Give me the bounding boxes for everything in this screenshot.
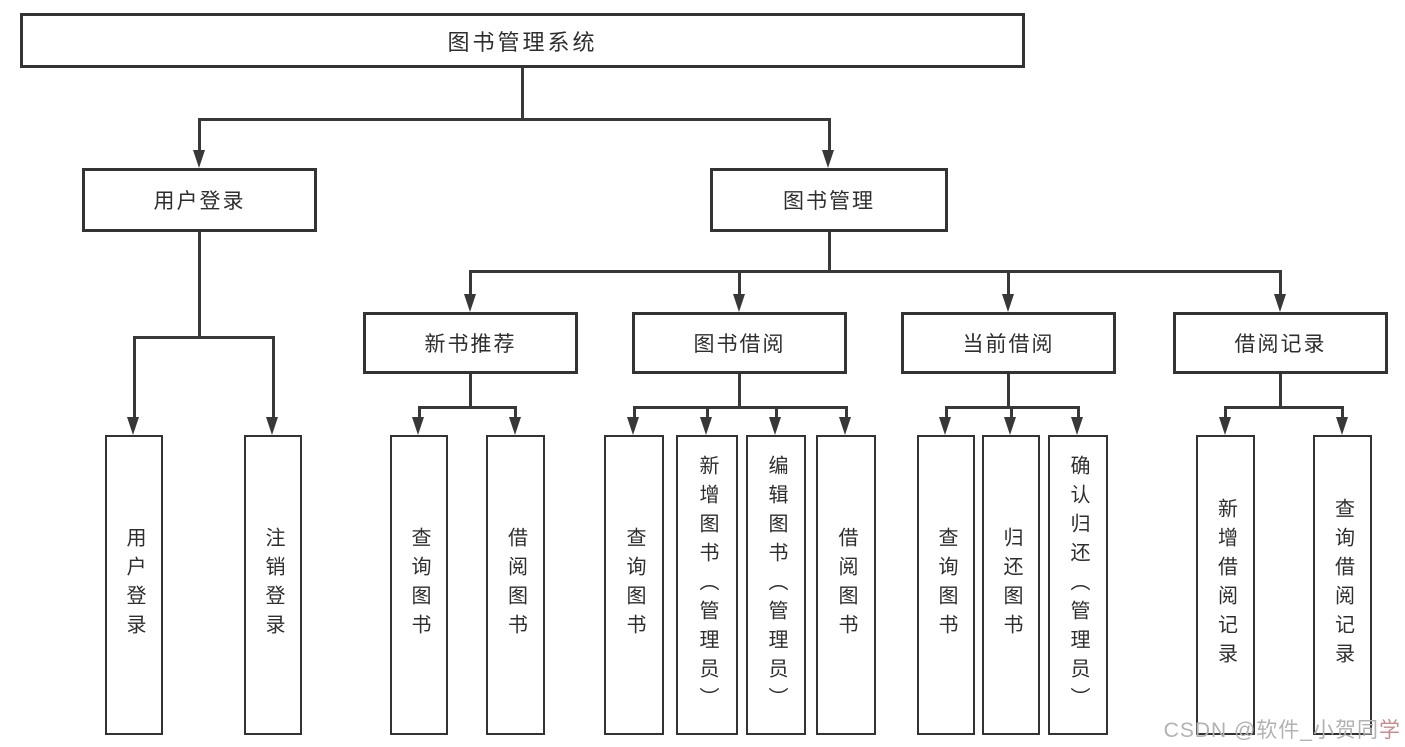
node-label: 图书管理系统 (447, 29, 598, 55)
connector-line (945, 406, 948, 417)
connector-line (775, 406, 778, 417)
arrow-down-icon (412, 417, 424, 435)
leaf-query-books-current: 查询图书 (917, 435, 975, 735)
connector-line (828, 118, 831, 150)
connector-line (1007, 270, 1010, 294)
leaf-add-borrow-record: 新增借阅记录 (1196, 435, 1255, 735)
leaf-borrow-books-borrowing: 借阅图书 (816, 435, 876, 735)
leaf-query-borrow-record: 查询借阅记录 (1313, 435, 1372, 735)
connector-line (706, 406, 709, 417)
leaf-label: 确认归还（管理员） (1067, 454, 1089, 716)
connector-line (198, 118, 201, 150)
connector-line (828, 232, 831, 270)
connector-line (198, 232, 201, 336)
node-book-management: 图书管理 (710, 168, 948, 232)
leaf-add-book-admin: 新增图书（管理员） (676, 435, 738, 735)
node-library-management-system: 图书管理系统 (20, 13, 1025, 68)
leaf-label: 用户登录 (123, 527, 145, 643)
leaf-label: 编辑图书（管理员） (765, 454, 787, 716)
node-new-book-recommend: 新书推荐 (363, 312, 578, 374)
connector-line (133, 336, 136, 417)
leaf-label: 查询图书 (935, 527, 957, 643)
leaf-borrow-books-recommend: 借阅图书 (486, 435, 545, 735)
node-current-borrowing: 当前借阅 (901, 312, 1116, 374)
arrow-down-icon (1336, 417, 1348, 435)
arrow-down-icon (1002, 294, 1014, 312)
leaf-label: 查询图书 (623, 527, 645, 643)
connector-line (1279, 270, 1282, 294)
connector-line (514, 406, 517, 417)
connector-line (1279, 374, 1282, 406)
leaf-label: 新增借阅记录 (1214, 498, 1237, 672)
connector-line (272, 336, 275, 417)
arrow-down-icon (464, 294, 476, 312)
connector-line (738, 374, 741, 406)
connector-line (1077, 406, 1080, 417)
leaf-return-books: 归还图书 (982, 435, 1040, 735)
leaf-label: 查询图书 (408, 527, 430, 643)
arrow-down-icon (822, 150, 834, 168)
arrow-down-icon (939, 417, 951, 435)
arrow-down-icon (509, 417, 521, 435)
leaf-logout: 注销登录 (244, 435, 302, 735)
leaf-label: 查询借阅记录 (1331, 498, 1354, 672)
node-label: 图书管理 (783, 190, 875, 213)
arrow-down-icon (1219, 417, 1231, 435)
node-label: 借阅记录 (1234, 333, 1327, 356)
csdn-watermark: CSDN @软件_小贺同学 (1164, 714, 1401, 744)
connector-line (1225, 406, 1343, 409)
connector-line (470, 270, 1281, 273)
leaf-label: 借阅图书 (504, 527, 527, 643)
arrow-down-icon (266, 417, 278, 435)
watermark-text: CSDN @软件_小贺同 (1163, 719, 1379, 742)
leaf-user-login: 用户登录 (105, 435, 163, 735)
connector-line (199, 118, 830, 121)
node-label: 用户登录 (153, 190, 246, 213)
connector-line (738, 270, 741, 294)
arrow-down-icon (1071, 417, 1083, 435)
arrow-down-icon (1004, 417, 1016, 435)
leaf-label: 新增图书（管理员） (696, 454, 718, 716)
leaf-edit-book-admin: 编辑图书（管理员） (746, 435, 806, 735)
arrow-down-icon (733, 294, 745, 312)
node-book-borrowing: 图书借阅 (632, 312, 847, 374)
node-label: 新书推荐 (424, 333, 517, 356)
connector-line (419, 406, 516, 409)
connector-line (633, 406, 636, 417)
leaf-label: 借阅图书 (835, 527, 857, 643)
leaf-label: 注销登录 (262, 527, 284, 643)
connector-line (1224, 406, 1227, 417)
arrow-down-icon (1274, 294, 1286, 312)
node-user-login: 用户登录 (82, 168, 317, 232)
connector-line (1341, 406, 1344, 417)
arrow-down-icon (193, 150, 205, 168)
node-borrowing-records: 借阅记录 (1173, 312, 1388, 374)
connector-line (845, 406, 848, 417)
arrow-down-icon (839, 417, 851, 435)
arrow-down-icon (627, 417, 639, 435)
node-label: 当前借阅 (962, 333, 1055, 356)
leaf-query-books-borrowing: 查询图书 (604, 435, 664, 735)
arrow-down-icon (769, 417, 781, 435)
connector-line (1007, 374, 1010, 406)
connector-line (521, 68, 524, 118)
watermark-text-accent: 学 (1379, 719, 1401, 742)
connector-line (418, 406, 421, 417)
arrow-down-icon (700, 417, 712, 435)
connector-line (134, 336, 273, 339)
connector-line (634, 406, 846, 409)
leaf-confirm-return-admin: 确认归还（管理员） (1048, 435, 1108, 735)
node-label: 图书借阅 (693, 333, 786, 356)
arrow-down-icon (127, 417, 139, 435)
connector-line (469, 270, 472, 294)
leaf-label: 归还图书 (1000, 527, 1022, 643)
connector-line (469, 374, 472, 406)
connector-line (1010, 406, 1013, 417)
leaf-query-books-recommend: 查询图书 (390, 435, 448, 735)
